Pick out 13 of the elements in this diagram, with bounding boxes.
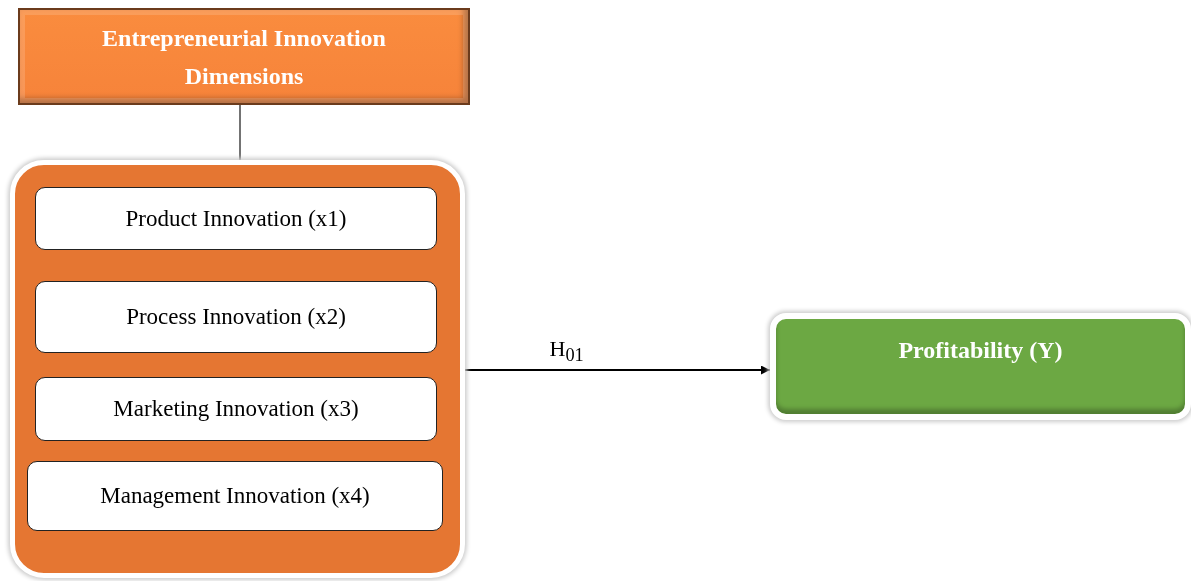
dimension-box bbox=[35, 377, 437, 441]
box-label: Product Innovation (x1) bbox=[125, 205, 347, 232]
box-label: Profitability (Y) bbox=[898, 337, 1063, 364]
dimension-box bbox=[35, 281, 437, 353]
box-label: Marketing Innovation (x3) bbox=[113, 396, 359, 422]
box-label: Management Innovation (x4) bbox=[100, 483, 370, 509]
box-label: Entrepreneurial Innovation Dimensions bbox=[101, 23, 387, 91]
box-label: Process Innovation (x2) bbox=[126, 304, 346, 330]
heading-box bbox=[18, 8, 470, 105]
dimension-box bbox=[27, 461, 443, 531]
dimension-box bbox=[35, 187, 437, 250]
connector-line bbox=[239, 104, 241, 161]
arrow bbox=[464, 365, 771, 375]
